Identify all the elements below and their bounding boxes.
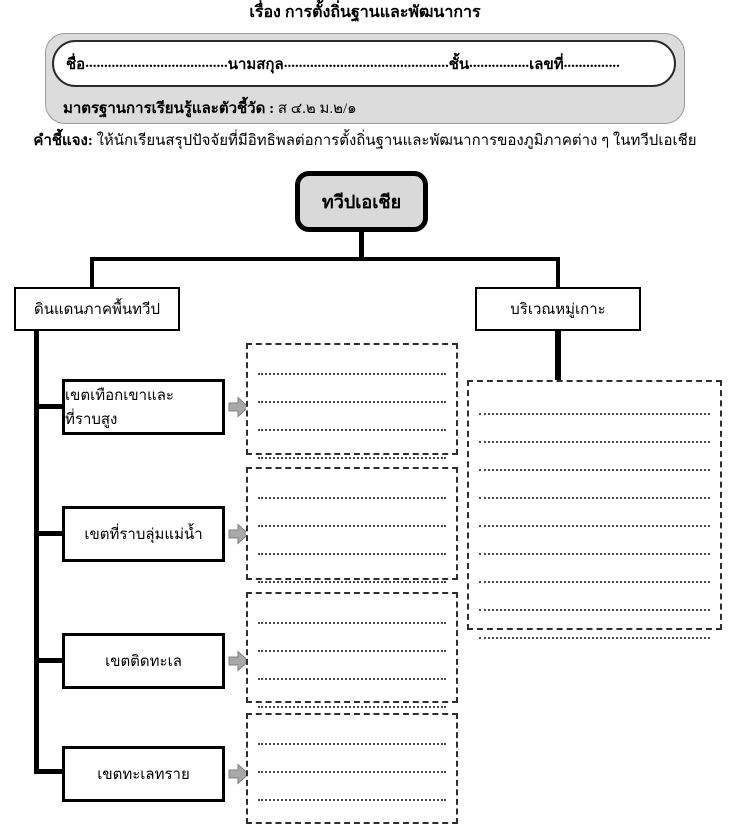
zone-label: เขตติดทะเล — [105, 654, 182, 670]
arrow-right-icon — [228, 650, 250, 672]
answer-write-line — [258, 403, 446, 431]
page-title: เรื่อง การตั้งถิ่นฐานและพัฒนาการ — [249, 4, 481, 21]
connector-stub-2 — [34, 531, 63, 536]
connector-left-trunk — [34, 330, 39, 774]
answer-write-line — [258, 680, 446, 708]
answer-write-line — [258, 347, 446, 375]
answer-write-line — [479, 555, 710, 583]
branch-box-mainland: ดินแดนภาคพื้นทวีป — [14, 287, 180, 331]
answer-write-line — [479, 499, 710, 527]
connector-stub-1 — [34, 404, 63, 409]
branch-box-islands: บริเวณหมู่เกาะ — [475, 287, 641, 331]
zone-label: เขตเทือกเขาและที่ราบสูง — [65, 388, 174, 428]
standard-separator: : — [265, 101, 278, 117]
zone-box-river-plains: เขตที่ราบลุ่มแม่น้ำ — [62, 506, 225, 562]
answer-write-line — [258, 773, 446, 801]
number-label: เลขที่ — [529, 56, 564, 73]
answer-write-line — [479, 583, 710, 611]
answer-box-desert — [246, 713, 458, 824]
answer-write-line — [258, 499, 446, 527]
answer-write-line — [258, 375, 446, 403]
connector-main-horizontal — [90, 257, 560, 261]
zone-label: เขตทะเลทราย — [97, 767, 190, 783]
arrow-right-icon — [228, 523, 250, 545]
zone-box-mountains-plateaus: เขตเทือกเขาและที่ราบสูง — [62, 379, 225, 435]
answer-box-river-plains — [246, 467, 458, 583]
learning-standard-line: มาตรฐานการเรียนรู้และตัวชี้วัด : ส ๔.๒ ม… — [63, 96, 357, 120]
student-name-line: ชื่อ....................................… — [52, 40, 676, 87]
class-blank-field: ................ — [469, 55, 530, 71]
connector-left-vertical — [90, 257, 94, 288]
instruction-label: คำชี้แจง: — [33, 133, 93, 149]
name-blank-field: ...................................... — [85, 55, 228, 71]
zone-box-desert: เขตทะเลทราย — [62, 746, 225, 802]
answer-write-line — [479, 443, 710, 471]
zone-box-coastal: เขตติดทะเล — [62, 633, 225, 689]
surname-blank-field: ........................................… — [283, 55, 449, 71]
answer-write-line — [258, 527, 446, 555]
answer-write-line — [479, 387, 710, 415]
arrow-right-icon — [228, 396, 250, 418]
answer-box-islands — [467, 380, 722, 639]
answer-write-line — [258, 652, 446, 680]
answer-write-line — [258, 717, 446, 745]
connector-island-vertical — [555, 330, 561, 381]
branch-islands-label: บริเวณหมู่เกาะ — [510, 302, 606, 318]
standard-label: มาตรฐานการเรียนรู้และตัวชี้วัด — [63, 101, 266, 117]
answer-write-line — [258, 745, 446, 773]
answer-write-line — [258, 431, 446, 459]
answer-write-line — [258, 801, 446, 826]
header-info-panel: ชื่อ....................................… — [45, 33, 685, 124]
answer-write-line — [479, 471, 710, 499]
class-label: ชั้น — [448, 56, 470, 73]
zone-label: เขตที่ราบลุ่มแม่น้ำ — [84, 527, 203, 543]
instruction-text: ให้นักเรียนสรุปปัจจัยที่มีอิทธิพลต่อการต… — [92, 133, 697, 149]
answer-write-line — [479, 527, 710, 555]
diagram-root-label: ทวีปเอเชีย — [321, 192, 402, 212]
surname-label: นามสกุล — [227, 56, 284, 73]
answer-write-line — [258, 471, 446, 499]
answer-write-line — [479, 415, 710, 443]
number-blank-field: ............... — [563, 55, 620, 71]
connector-stub-3 — [34, 658, 63, 663]
branch-mainland-label: ดินแดนภาคพื้นทวีป — [34, 302, 160, 318]
answer-write-line — [258, 624, 446, 652]
arrow-right-icon — [228, 763, 250, 785]
standard-value: ส ๔.๒ ม.๒/๑ — [277, 101, 357, 117]
diagram-root-box: ทวีปเอเชีย — [295, 171, 428, 232]
name-label: ชื่อ — [66, 56, 86, 73]
connector-right-vertical — [556, 257, 560, 288]
connector-stub-4 — [34, 769, 63, 774]
answer-write-line — [258, 596, 446, 624]
instruction-line: คำชี้แจง: ให้นักเรียนสรุปปัจจัยที่มีอิทธ… — [0, 128, 730, 152]
answer-box-mountains-plateaus — [246, 343, 458, 459]
connector-root-vertical — [359, 231, 364, 258]
answer-write-line — [258, 555, 446, 583]
answer-write-line — [479, 611, 710, 639]
answer-box-coastal — [246, 592, 458, 708]
